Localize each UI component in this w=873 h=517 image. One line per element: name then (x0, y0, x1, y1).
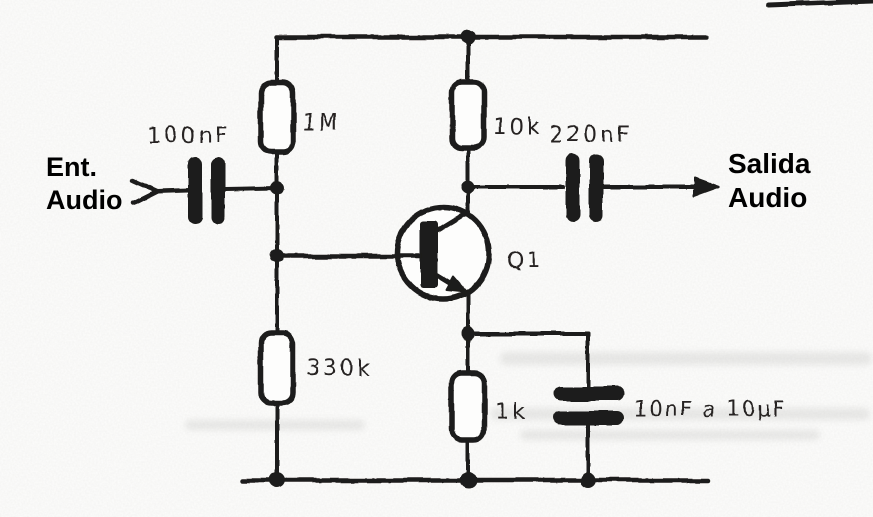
input-label-line2: Audio (46, 185, 122, 215)
resistor-330k-label: 330k (306, 356, 373, 381)
node-base (270, 249, 284, 263)
capacitor-220nf-label: 220nF (549, 123, 633, 148)
resistor-330k-body (258, 330, 296, 406)
wire-cap-to-input-node (223, 186, 279, 191)
transistor-q1-collector-stroke (434, 209, 471, 234)
resistor-10k-label: 10k (493, 115, 543, 140)
resistor-1m-label: 1M (302, 111, 341, 136)
output-arrow-head (693, 177, 720, 197)
capacitor-220nf-plate-left (566, 154, 580, 222)
capacitor-100nf-label: 100nF (147, 124, 231, 149)
transistor-q1-base-bar (420, 221, 438, 288)
capacitor-bypass-plate-top (554, 387, 624, 401)
wire-input-to-cap (155, 188, 191, 193)
transistor-q1-label: Q1 (506, 249, 543, 274)
node-emitter (461, 327, 475, 341)
resistor-1m-body (258, 80, 296, 155)
node-ground-left (269, 472, 285, 488)
schematic-ink: 100nF 1M 10k 220nF Q1 330k 1k 10nF a 10µ… (130, 0, 873, 488)
output-label-line1: Salida (728, 148, 811, 179)
node-ground-mid (460, 472, 476, 488)
node-top-rail (461, 30, 475, 44)
io-labels: Ent. Audio Salida Audio (46, 148, 811, 215)
node-output (461, 180, 475, 194)
capacitor-100nf-plate-left (188, 157, 202, 224)
transistor-q1-emitter-arrow (446, 276, 468, 293)
node-input (270, 181, 284, 195)
resistor-1k-label: 1k (495, 400, 528, 425)
capacitor-100nf-plate-right (211, 157, 225, 224)
resistor-1k-body (449, 370, 487, 443)
output-label-line2: Audio (728, 182, 807, 213)
node-ground-right (580, 472, 596, 488)
component-labels: 100nF 1M 10k 220nF Q1 330k 1k 10nF a 10µ… (147, 111, 787, 425)
capacitor-220nf-plate-right (589, 154, 603, 222)
input-label-line1: Ent. (46, 152, 97, 182)
resistor-10k-body (449, 79, 487, 151)
capacitor-bypass-plate-bottom (554, 411, 624, 425)
junction-nodes (269, 30, 596, 488)
cropped-top-edge-wire (765, 0, 873, 8)
capacitor-bypass-label: 10nF a 10µF (634, 397, 787, 421)
transistor-q1-circle (394, 204, 492, 302)
